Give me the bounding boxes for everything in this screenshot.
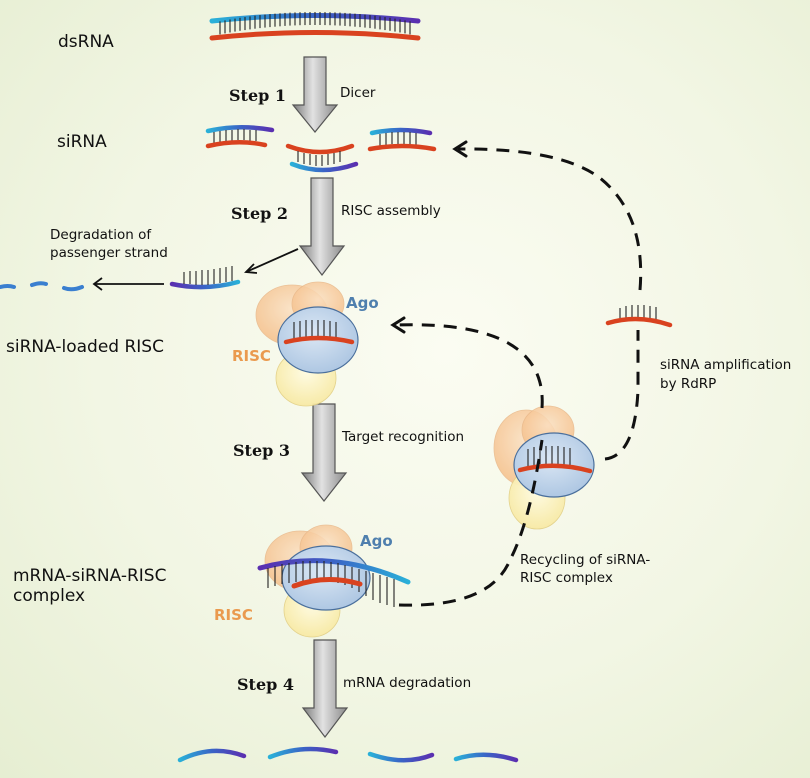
step1-label: Step 1 [229,86,287,105]
step4-action: mRNA degradation [343,675,472,691]
step4-arrow [301,639,349,738]
degradation-passenger-label: Degradation of passenger strand [50,227,168,261]
step3-label: Step 3 [233,441,291,460]
step3-arrow [300,403,348,502]
sirna-fragment-left [205,124,275,149]
recycling-label: Recycling of siRNA-RISC complex [520,552,651,587]
risc-label-target: RISC [214,606,253,624]
dashed-arrowheads [390,140,468,334]
mrna-sirna-risc-complex [257,524,411,638]
step2-label: Step 2 [231,204,289,223]
ago-label-loaded: Ago [346,294,379,312]
sirna-fragment-right [367,127,437,152]
dsrna-label: dsRNA [58,32,114,52]
recycled-risc-complex [493,405,595,530]
mrna-sirna-risc-label: mRNA-siRNA-RISC complex [13,566,167,606]
sirna-loaded-risc-label: siRNA-loaded RISC [6,337,164,357]
sirna-amplification-label: siRNA amplification by RdRP [660,357,792,392]
risc-label-loaded: RISC [232,347,271,365]
step4-label: Step 4 [237,675,295,694]
step1-arrow [291,56,339,133]
passenger-strand [169,266,241,290]
dsrna-molecule [209,12,421,41]
recycling-dashed-arrows [395,147,643,607]
step3-action: Target recognition [342,429,465,445]
degraded-mrna-fragments [177,746,519,763]
step2-arrow [298,177,346,276]
sirna-fragment-middle [285,143,359,173]
degraded-passenger-fragments [0,281,84,292]
sirna-loaded-risc-complex [255,281,359,407]
step2-action: RISC assembly [341,203,441,219]
degradation-arrows [92,248,299,291]
sirna-label: siRNA [57,132,107,152]
amplified-sirna-strand [605,305,673,328]
ago-label-target: Ago [360,532,393,550]
step1-action: Dicer [340,85,376,101]
